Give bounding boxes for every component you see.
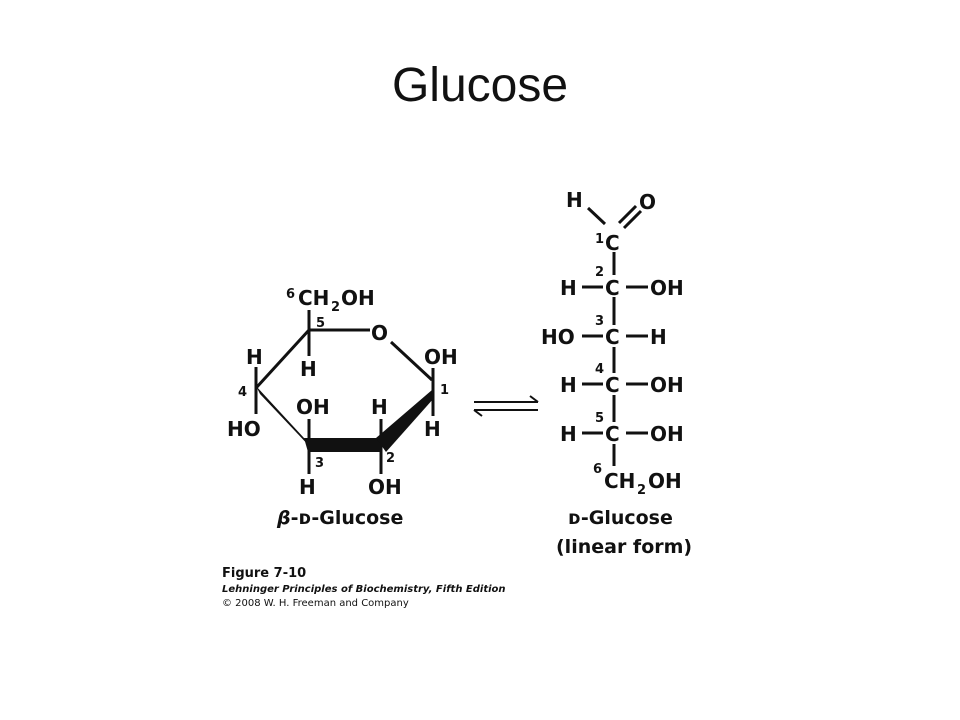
linear-c1-number: 1 xyxy=(595,232,604,247)
linear-c6-subscript: 2 xyxy=(637,483,646,498)
figure-caption: Figure 7-10 Lehninger Principles of Bioc… xyxy=(222,566,542,611)
equilibrium-arrows xyxy=(473,395,539,417)
bond-c1-o-b xyxy=(622,209,643,230)
linear-c2-left: H xyxy=(560,276,577,300)
linear-c2-number: 2 xyxy=(595,265,604,280)
linear-c3-carbon: C xyxy=(605,325,620,349)
bond-c5-c4 xyxy=(254,328,311,390)
bond-c1-o-a xyxy=(617,204,638,225)
linear-c5-number: 5 xyxy=(595,411,604,426)
linear-c6-oh: OH xyxy=(648,469,682,493)
ring-c6-group: CH xyxy=(298,286,329,310)
ring-c6-oh: OH xyxy=(341,286,375,310)
ring-c6-subscript: 2 xyxy=(331,300,340,315)
linear-c6-group: CH xyxy=(604,469,635,493)
ring-c1-oh: OH xyxy=(424,345,458,369)
caption-book-title: Lehninger Principles of Biochemistry, Fi… xyxy=(222,584,506,595)
linear-c3-left: HO xyxy=(541,325,575,349)
ring-c4-h: H xyxy=(246,345,263,369)
ring-c2-h: H xyxy=(371,395,388,419)
linear-c3-right: H xyxy=(650,325,667,349)
bond-c2-c1 xyxy=(376,390,434,452)
ring-name-beta: β xyxy=(276,507,291,529)
ring-c6-number: 6 xyxy=(286,287,295,302)
ring-name-rest: -ᴅ-Glucose xyxy=(291,507,404,529)
ring-c4-ho: HO xyxy=(227,417,261,441)
linear-c6-number: 6 xyxy=(593,462,602,477)
linear-c4-left: H xyxy=(560,373,577,397)
linear-c4-carbon: C xyxy=(605,373,620,397)
linear-c3-number: 3 xyxy=(595,314,604,329)
ring-c3-number: 3 xyxy=(315,456,324,471)
bond-c3-c2 xyxy=(304,438,382,452)
linear-c5-carbon: C xyxy=(605,422,620,446)
ring-oxygen: O xyxy=(371,321,388,345)
ring-c4-number: 4 xyxy=(238,385,247,400)
haworth-ring xyxy=(254,310,435,474)
linear-rows: 1 C 2 H C OH 3 HO C H 4 H C OH 5 H C OH xyxy=(541,231,684,446)
caption-figure-number: Figure 7-10 xyxy=(222,566,307,581)
linear-name-form: (linear form) xyxy=(556,536,692,558)
linear-bonds xyxy=(582,204,648,466)
linear-c5-left: H xyxy=(560,422,577,446)
ring-c3-h: H xyxy=(299,475,316,499)
bond-o-c1 xyxy=(389,340,434,382)
ring-name: β-ᴅ-Glucose xyxy=(276,507,403,529)
ring-c5-h: H xyxy=(300,357,317,381)
ring-c1-h: H xyxy=(424,417,441,441)
linear-name: ᴅ-Glucose xyxy=(568,507,673,529)
ring-c3-oh: OH xyxy=(296,395,330,419)
linear-c2-carbon: C xyxy=(605,276,620,300)
bond-c4-c3 xyxy=(256,386,313,450)
ring-c1-number: 1 xyxy=(440,383,449,398)
bond-h-c1 xyxy=(586,206,607,226)
linear-c5-right: OH xyxy=(650,422,684,446)
linear-c4-right: OH xyxy=(650,373,684,397)
linear-c2-right: OH xyxy=(650,276,684,300)
linear-aldehyde-o: O xyxy=(639,190,656,214)
ring-c5-number: 5 xyxy=(316,316,325,331)
linear-aldehyde-h: H xyxy=(566,188,583,212)
caption-copyright: © 2008 W. H. Freeman and Company xyxy=(222,598,409,609)
slide-title: Glucose xyxy=(391,59,569,112)
ring-c2-oh: OH xyxy=(368,475,402,499)
linear-c1-carbon: C xyxy=(605,231,620,255)
ring-c2-number: 2 xyxy=(386,451,395,466)
linear-c4-number: 4 xyxy=(595,362,604,377)
